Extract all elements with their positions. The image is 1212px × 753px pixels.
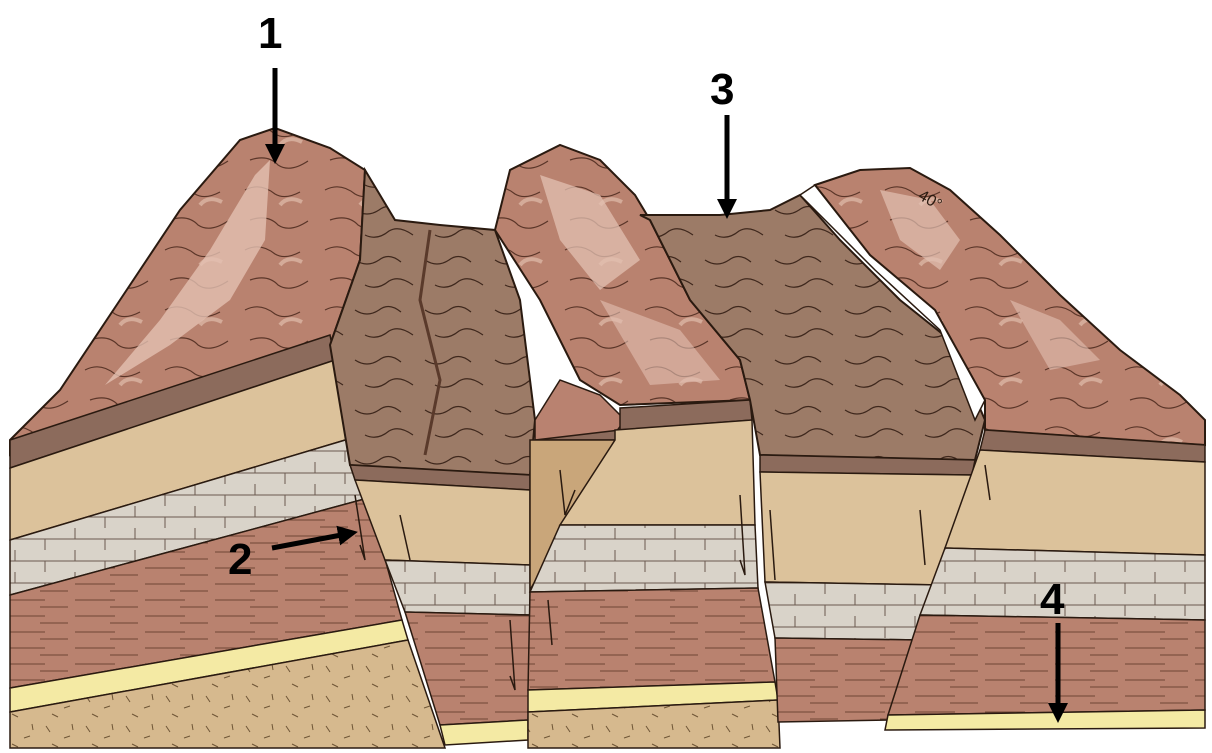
callout-3-label: 3 (710, 68, 734, 112)
callout-4-label: 4 (1040, 578, 1064, 622)
callout-1-label: 1 (258, 12, 282, 56)
callout-2-label: 2 (228, 538, 252, 582)
